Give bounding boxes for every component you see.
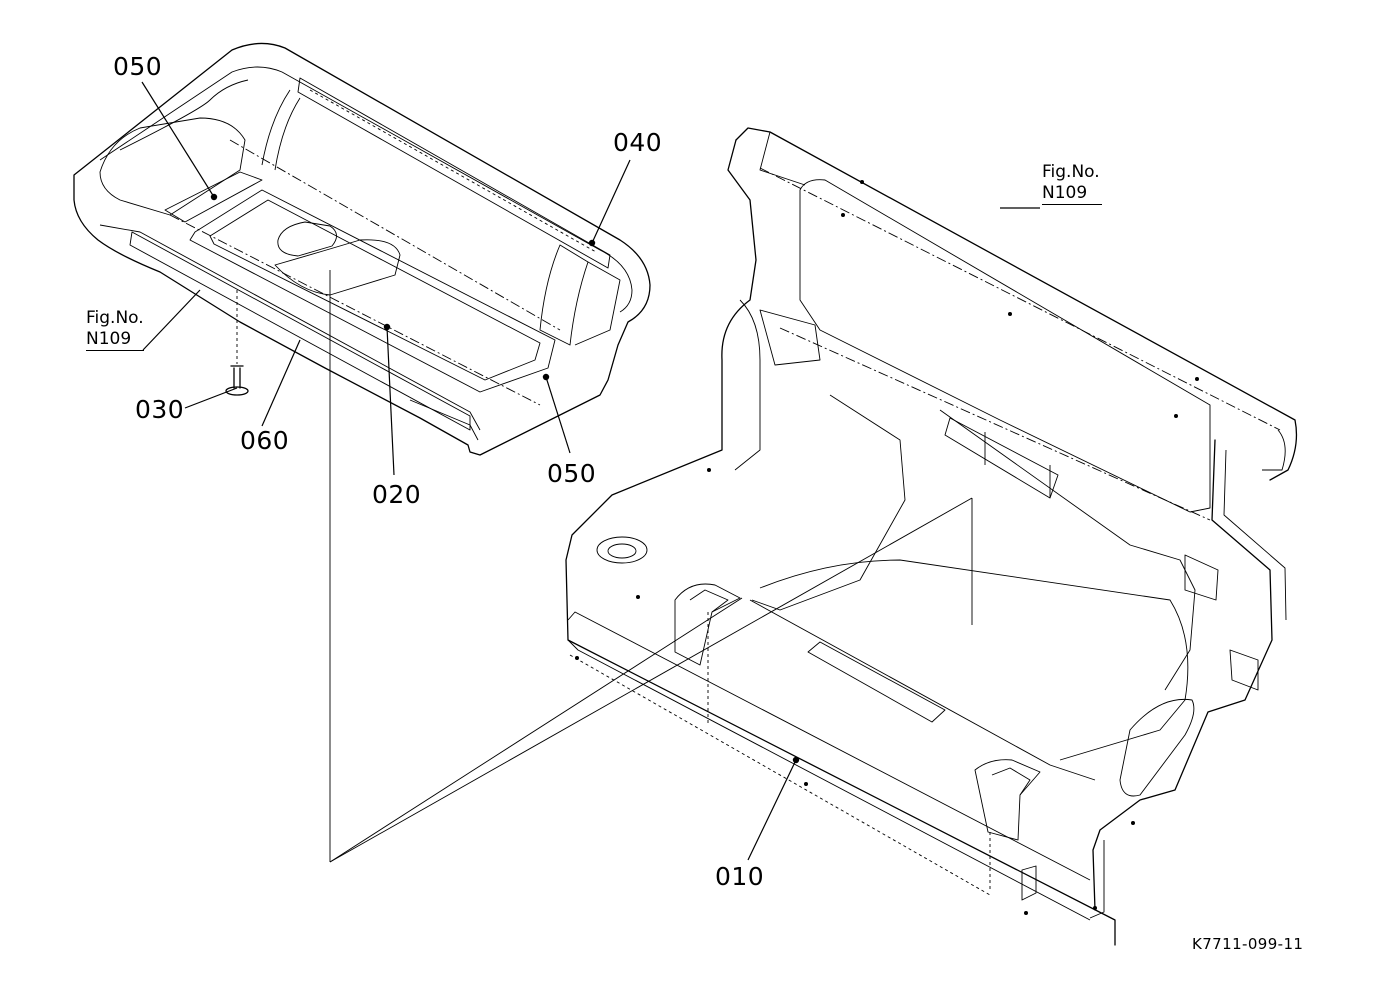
fig-ref-left: Fig.No. N109 bbox=[86, 308, 144, 351]
label-030: 030 bbox=[135, 395, 185, 424]
label-060: 060 bbox=[240, 426, 290, 455]
assembly-lines bbox=[329, 270, 973, 863]
label-050-bottom: 050 bbox=[547, 459, 597, 488]
tray-part-020 bbox=[73, 42, 651, 456]
label-050-top: 050 bbox=[113, 52, 163, 81]
fig-ref-right-line2: N109 bbox=[1042, 183, 1102, 205]
screw-part-030 bbox=[225, 290, 249, 396]
fig-ref-left-line1: Fig.No. bbox=[86, 308, 144, 328]
label-010: 010 bbox=[715, 862, 765, 891]
label-040: 040 bbox=[613, 128, 663, 157]
fig-ref-right-line1: Fig.No. bbox=[1042, 162, 1100, 182]
fig-ref-left-line2: N109 bbox=[86, 329, 144, 351]
fig-ref-right: Fig.No. N109 bbox=[1042, 162, 1102, 205]
leader-lines bbox=[141, 81, 1040, 861]
label-020: 020 bbox=[372, 480, 422, 509]
rear-panel-part-010 bbox=[565, 127, 1298, 946]
drawing-code: K7711-099-11 bbox=[1192, 935, 1304, 953]
